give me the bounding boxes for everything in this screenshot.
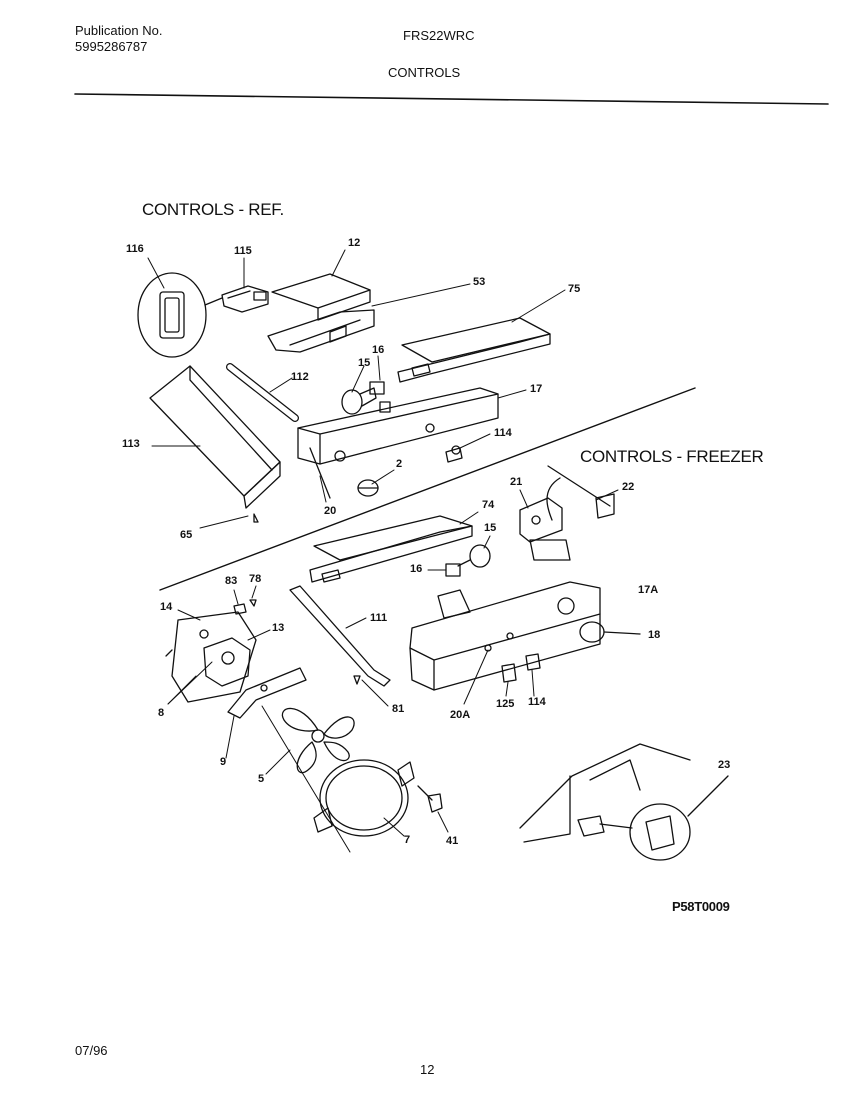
part-label-114-ref: 114 xyxy=(494,427,512,439)
part-label-16-ref: 16 xyxy=(372,344,385,356)
part-112-tube xyxy=(226,363,299,422)
part-label-20A: 20A xyxy=(450,709,471,721)
diagram-code: P58T0009 xyxy=(672,899,730,914)
publication-label: Publication No. xyxy=(75,23,163,38)
part-label-113: 113 xyxy=(122,438,140,450)
part-label-15-freezer: 15 xyxy=(484,522,497,534)
part-label-17: 17 xyxy=(530,383,543,395)
part-23-detail xyxy=(519,743,729,861)
part-22-capillary xyxy=(546,465,615,521)
part-74-cover xyxy=(309,515,473,583)
part-12-housing xyxy=(271,273,371,321)
part-53-bracket xyxy=(267,309,375,353)
part-5-fan-blade xyxy=(281,707,355,774)
part-15-bulb xyxy=(341,387,377,415)
part-label-41: 41 xyxy=(446,835,459,847)
part-7-shroud xyxy=(313,759,415,837)
part-label-114-freezer: 114 xyxy=(528,696,546,708)
part-115-switch xyxy=(221,285,269,313)
part-label-8: 8 xyxy=(158,707,165,719)
part-label-13: 13 xyxy=(272,622,285,634)
part-114-knob-freezer xyxy=(525,653,541,671)
part-125-component xyxy=(501,663,517,683)
freezer-section-title: CONTROLS - FREEZER xyxy=(580,447,764,466)
part-label-2: 2 xyxy=(396,458,403,470)
leader-lines xyxy=(147,249,619,853)
part-label-9: 9 xyxy=(220,756,227,768)
part-18-knob xyxy=(579,621,641,643)
part-label-115: 115 xyxy=(234,245,252,257)
part-83-clip xyxy=(233,603,247,615)
part-13-motor xyxy=(203,637,251,687)
part-label-16-freezer: 16 xyxy=(410,563,423,575)
part-label-112: 112 xyxy=(291,371,309,383)
part-17-housing xyxy=(297,387,499,499)
part-16-socket xyxy=(369,381,391,413)
page-title: CONTROLS xyxy=(388,65,461,80)
part-label-7: 7 xyxy=(404,834,411,846)
part-113-channel xyxy=(149,365,281,509)
part-label-17A: 17A xyxy=(638,584,659,596)
part-15-bulb-freezer xyxy=(457,544,491,568)
part-label-74: 74 xyxy=(482,499,495,511)
part-label-83: 83 xyxy=(225,575,238,587)
part-21-thermostat xyxy=(519,497,563,543)
section-divider xyxy=(159,387,696,591)
part-label-14: 14 xyxy=(160,601,173,613)
part-label-12: 12 xyxy=(348,237,361,249)
part-label-78: 78 xyxy=(249,573,262,585)
part-label-81: 81 xyxy=(392,703,405,715)
part-label-18: 18 xyxy=(648,629,661,641)
part-65-screw xyxy=(253,513,259,523)
part-81-screw xyxy=(353,675,361,685)
part-label-15-ref: 15 xyxy=(358,357,371,369)
part-label-65: 65 xyxy=(180,529,193,541)
part-label-20: 20 xyxy=(324,505,337,517)
part-label-22: 22 xyxy=(622,481,635,493)
part-label-5: 5 xyxy=(258,773,265,785)
part-label-75: 75 xyxy=(568,283,581,295)
model-number: FRS22WRC xyxy=(403,28,475,43)
part-label-111: 111 xyxy=(370,612,388,624)
ref-section-title: CONTROLS - REF. xyxy=(142,200,284,219)
part-116-gasket-detail xyxy=(137,272,223,358)
part-9-bracket xyxy=(227,667,307,719)
part-75-cover xyxy=(397,317,551,383)
part-14-bracket xyxy=(165,611,257,703)
header-rule xyxy=(74,93,829,105)
part-17A-housing xyxy=(409,539,601,691)
part-78-screw xyxy=(249,599,257,607)
part-2-knob xyxy=(357,479,379,497)
footer-page-number: 12 xyxy=(420,1062,435,1077)
part-label-53: 53 xyxy=(473,276,486,288)
part-111-arm xyxy=(289,585,391,687)
part-41-screw xyxy=(417,785,443,813)
part-label-125: 125 xyxy=(496,698,515,710)
part-label-116: 116 xyxy=(126,243,144,255)
part-label-23: 23 xyxy=(718,759,731,771)
part-label-21: 21 xyxy=(510,476,523,488)
publication-number: 5995286787 xyxy=(75,39,148,54)
part-114-knob-ref xyxy=(445,445,463,463)
footer-date: 07/96 xyxy=(75,1043,108,1058)
